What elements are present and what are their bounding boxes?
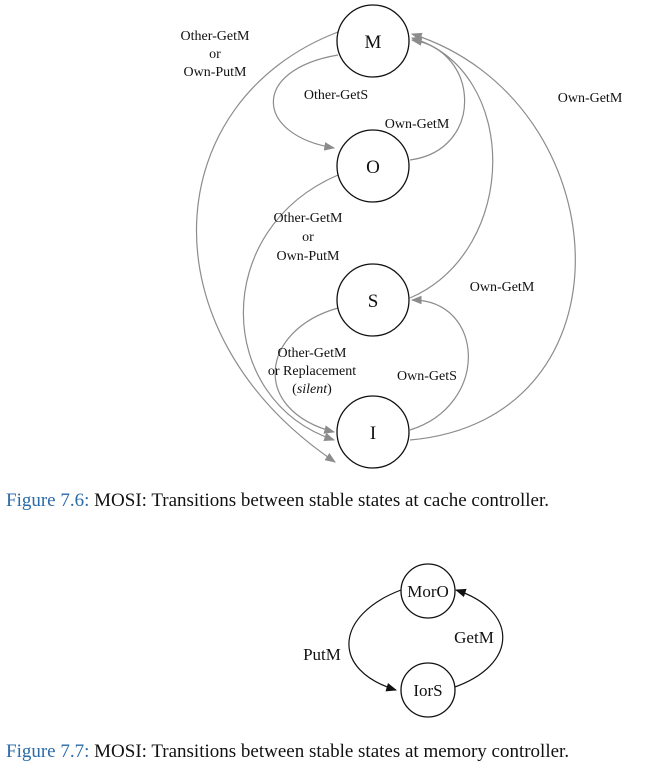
edge-o-to-i: [242, 174, 339, 441]
figure-7-6-text: MOSI: Transitions between stable states …: [89, 490, 549, 511]
edge-i-to-m-outer: [409, 32, 576, 441]
edge-moro-to-iors: [348, 589, 402, 692]
state-moro-label: MorO: [407, 582, 449, 601]
label-getm: GetM: [454, 628, 494, 647]
label-silent: silent: [297, 382, 328, 397]
figure-7-7-caption: Figure 7.7: MOSI: Transitions between st…: [6, 741, 569, 763]
state-o: O: [336, 129, 410, 203]
figure-7-6-caption: Figure 7.6: MOSI: Transitions between st…: [6, 490, 549, 512]
svg-text:or Replacement: or Replacement: [268, 364, 356, 379]
figure-7-7-number: Figure 7.7:: [6, 741, 90, 762]
state-m-label: M: [365, 32, 382, 53]
state-o-label: O: [366, 157, 380, 178]
state-i: I: [336, 395, 410, 469]
edge-o-to-m: [409, 37, 466, 161]
label-own-getm-i-to-m: Own-GetM: [558, 91, 623, 106]
state-m: M: [336, 4, 410, 78]
state-iors-label: IorS: [413, 681, 442, 700]
svg-text:Own-PutM: Own-PutM: [183, 65, 247, 80]
state-iors: IorS: [400, 662, 456, 718]
figure-7-6-number: Figure 7.6:: [6, 490, 90, 511]
label-own-getm-o-to-m: Own-GetM: [385, 117, 450, 132]
label-putm: PutM: [303, 645, 341, 664]
svg-text:Own-PutM: Own-PutM: [276, 249, 340, 264]
state-s: S: [336, 263, 410, 337]
label-other-gets: Other-GetS: [304, 88, 368, 103]
state-moro: MorO: [400, 563, 456, 619]
svg-text:Other-GetM: Other-GetM: [181, 29, 250, 44]
edge-m-to-i-outer: [196, 31, 339, 463]
edge-i-to-s: [409, 295, 469, 431]
label-other-getm-or-own-putm-mid: Other-GetM or Own-PutM: [274, 211, 343, 264]
label-own-gets: Own-GetS: [397, 369, 457, 384]
label-own-getm-s-to-m: Own-GetM: [470, 280, 535, 295]
svg-text:Other-GetM: Other-GetM: [274, 211, 343, 226]
svg-text:Other-GetM: Other-GetM: [278, 346, 347, 361]
label-other-getm-or-replacement: Other-GetM or Replacement (silent): [268, 346, 356, 397]
edge-s-to-m: [409, 36, 494, 299]
state-i-label: I: [370, 423, 376, 444]
figure-7-7-text: MOSI: Transitions between stable states …: [89, 741, 570, 762]
svg-text:or: or: [302, 230, 314, 245]
svg-text:(silent): (silent): [292, 382, 332, 397]
edge-iors-to-moro: [451, 588, 504, 689]
edge-s-to-i: [274, 307, 339, 434]
svg-text:or: or: [209, 47, 221, 62]
label-other-getm-or-own-putm-top: Other-GetM or Own-PutM: [181, 29, 250, 80]
edge-m-to-o: [272, 54, 339, 151]
state-s-label: S: [368, 291, 379, 312]
